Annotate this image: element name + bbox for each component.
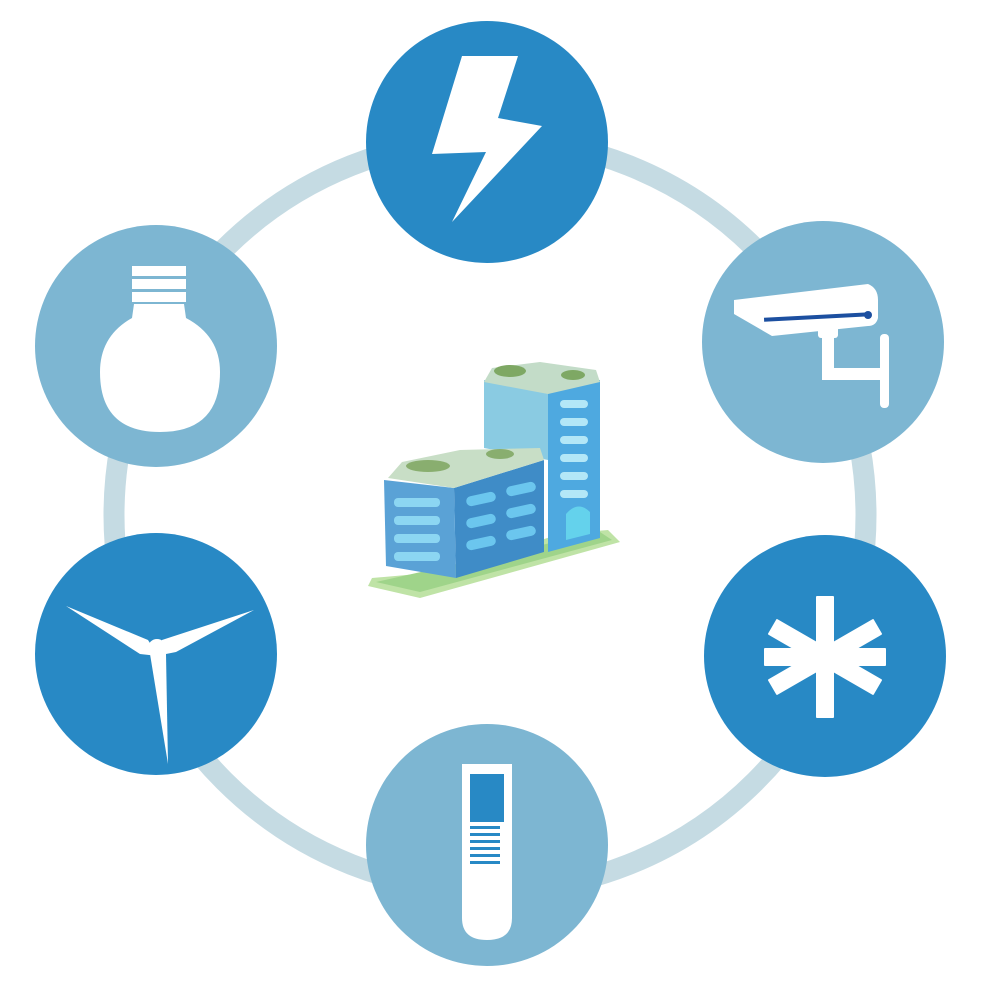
test-tube-icon: [462, 764, 512, 940]
lightning-bolt-icon: [432, 56, 542, 222]
light-bulb-icon: [100, 266, 220, 432]
node-water: [366, 724, 608, 966]
node-security: [702, 221, 944, 463]
node-electricity: [366, 21, 608, 263]
office-building-icon: [368, 362, 620, 598]
security-camera-icon: [734, 284, 889, 408]
node-cooling: [704, 535, 946, 777]
snowflake-asterisk-icon: [764, 596, 886, 718]
wind-turbine-icon: [66, 606, 254, 764]
node-lighting: [35, 225, 277, 467]
node-wind: [35, 533, 277, 775]
